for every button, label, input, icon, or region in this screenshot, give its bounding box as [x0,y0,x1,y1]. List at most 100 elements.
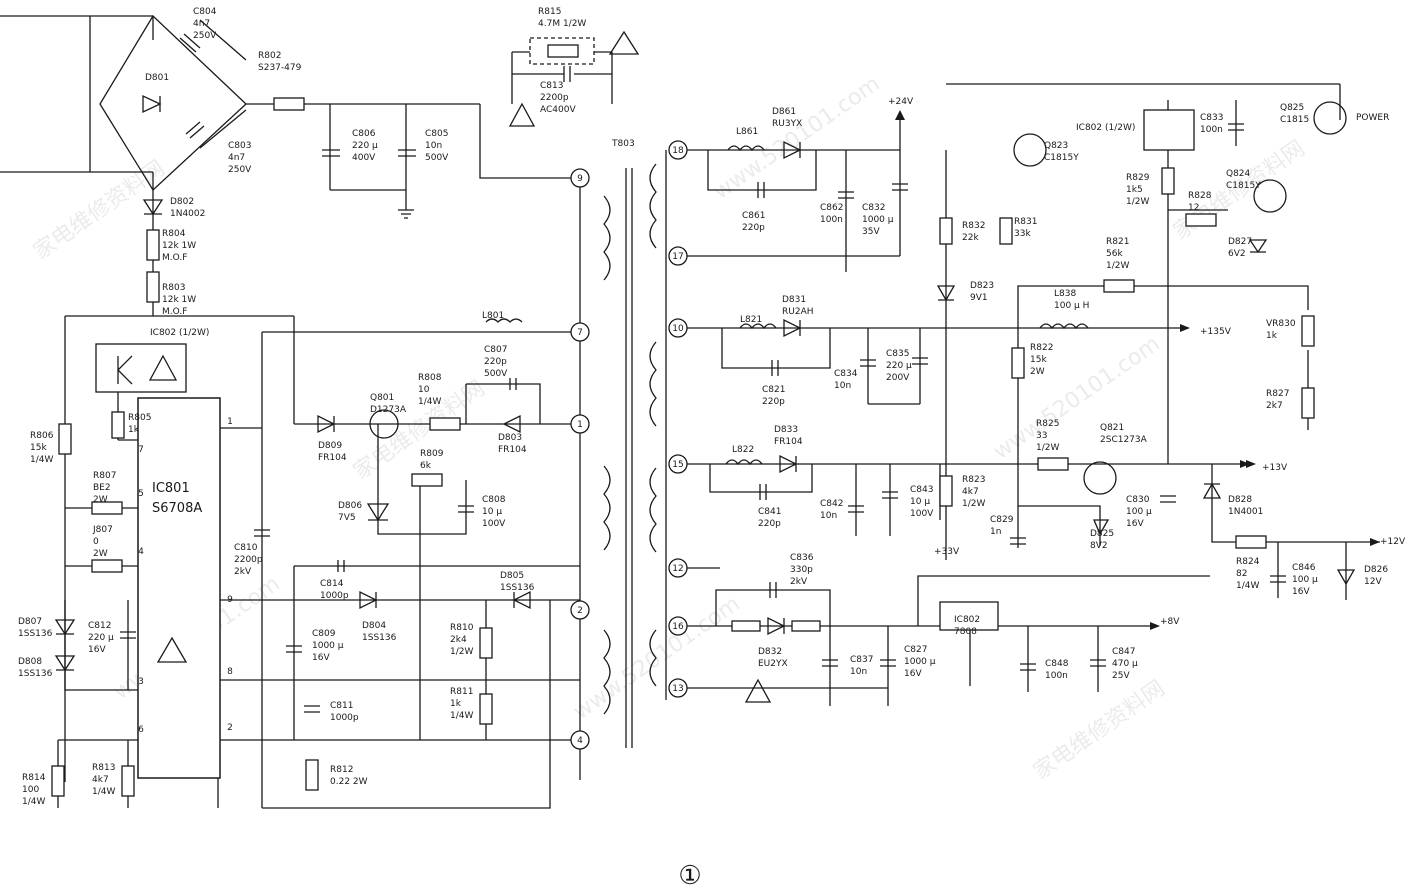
component-label: 330p [790,565,813,575]
component-label: C808 [482,495,506,505]
component-label: Q825 [1280,103,1304,113]
component-label: FR104 [774,437,803,447]
component-label: C846 [1292,563,1316,573]
component-label: 100 [22,785,39,795]
component-label: R807 [93,471,116,481]
watermark-text: www.520101.com [569,591,745,724]
component-label: C814 [320,579,344,589]
component-label: Q824 [1226,169,1251,179]
component-label: 0.22 2W [330,777,368,787]
component-label: R821 [1106,237,1129,247]
svg-text:13: 13 [672,684,683,694]
component-label: FR104 [498,445,527,455]
d801-diode [142,94,162,114]
component-label: VR830 [1266,319,1296,329]
component-label: R806 [30,431,54,441]
component-label: 2W [1030,367,1045,377]
component-label: 1/2W [1106,261,1129,271]
component-label: R805 [128,413,151,423]
component-label: D804 [362,621,386,631]
output-arrows [895,110,1380,630]
c805-cap [398,149,416,157]
component-label: Q801 [370,393,394,403]
component-label: 22k [962,233,979,243]
component-label: Q821 [1100,423,1124,433]
component-label: C848 [1045,659,1069,669]
component-label: +24V [888,97,914,107]
component-label: C810 [234,543,258,553]
component-label: 16V [904,669,922,679]
bridge-rectifier [0,14,580,316]
watermark-text: 家电维修资料网 [1029,676,1170,785]
component-label: R823 [962,475,985,485]
component-label: 25V [1112,671,1130,681]
component-label: 16V [1126,519,1144,529]
component-label: R808 [418,373,442,383]
component-label: 56k [1106,249,1123,259]
component-label: 16V [88,645,106,655]
component-label: 250V [228,165,252,175]
component-label: C1815 [1280,115,1309,125]
component-label: D808 [18,657,42,667]
component-label: R824 [1236,557,1260,567]
component-label: C804 [193,7,217,17]
component-label: 1/4W [30,455,53,465]
component-label: 1N4001 [1228,507,1263,517]
component-label: M.O.F [162,307,187,317]
component-label: 1/4W [92,787,115,797]
component-label: R812 [330,765,353,775]
r803-resistor [146,271,160,303]
component-label: C803 [228,141,251,151]
component-label: 9V1 [970,293,988,303]
component-label: C813 [540,81,563,91]
component-label: IC802 [954,615,980,625]
ic801-pin-2: 2 [227,723,233,733]
component-label: 82 [1236,569,1247,579]
component-label: R809 [420,449,444,459]
component-label: R811 [450,687,473,697]
optocoupler-primary [95,343,187,393]
r804-resistor [146,229,160,261]
component-label: C812 [88,621,111,631]
component-label: C811 [330,701,353,711]
svg-text:4: 4 [577,736,583,746]
component-label: 2SC1273A [1100,435,1148,445]
component-label: +135V [1200,327,1232,337]
component-label: 1N4002 [170,209,205,219]
component-label: 1SS136 [500,583,535,593]
component-label: RU3YX [772,119,802,129]
c803-cap [185,121,205,139]
component-label: 12k 1W [162,241,196,251]
svg-text:17: 17 [672,252,683,262]
ic801-pin-5: 5 [138,489,144,499]
component-label: 33 [1036,431,1047,441]
component-label: BE2 [93,483,111,493]
ic801-pin-8: 8 [227,667,233,677]
component-label: C842 [820,499,843,509]
component-label: D805 [500,571,524,581]
component-label: 1000p [330,713,359,723]
component-label: 2kV [234,567,252,577]
component-label: R828 [1188,191,1212,201]
component-label: C1815Y [1226,181,1261,191]
component-label: 220p [758,519,781,529]
component-label: 4k7 [962,487,979,497]
component-label: L801 [482,311,504,321]
component-label: R827 [1266,389,1289,399]
svg-text:12: 12 [672,564,683,574]
component-label: R822 [1030,343,1053,353]
component-label: D825 [1090,529,1114,539]
component-label: D1273A [370,405,407,415]
component-label: D833 [774,425,798,435]
component-label: AC400V [540,105,576,115]
component-label: C1815Y [1044,153,1079,163]
component-label: IC802 (1/2W) [150,328,209,338]
component-label: D831 [782,295,806,305]
component-label: 1k [128,425,140,435]
component-label: RU2AH [782,307,814,317]
component-label: 100 μ [1292,575,1318,585]
component-label: D807 [18,617,42,627]
component-label: 4k7 [92,775,109,785]
component-label: 1SS136 [18,669,53,679]
component-label: 4.7M 1/2W [538,19,586,29]
